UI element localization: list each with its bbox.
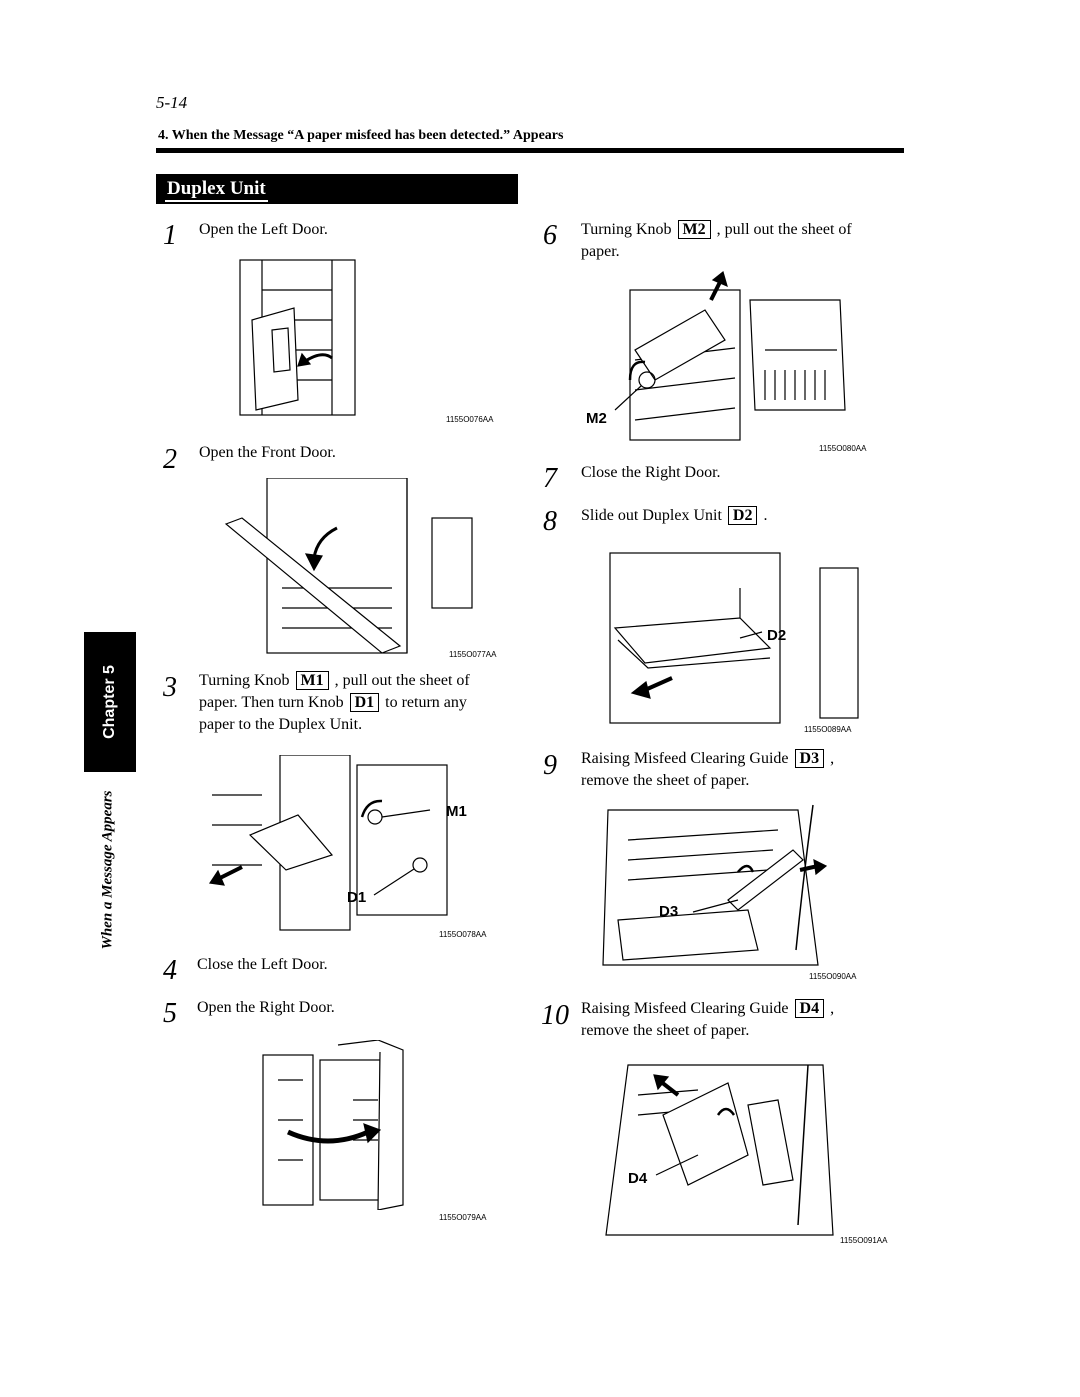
step-text: Slide out Duplex Unit D2 .	[581, 505, 767, 527]
step-text: Close the Right Door.	[581, 464, 721, 481]
running-head: 4. When the Message “A paper misfeed has…	[158, 128, 564, 143]
step-text: Turning Knob M1 , pull out the sheet of …	[199, 670, 519, 736]
page-number: 5-14	[156, 93, 188, 112]
step-text-part: Raising Misfeed Clearing Guide	[581, 750, 789, 767]
section-title: Duplex Unit	[156, 174, 518, 204]
step-number: 5	[163, 998, 177, 1029]
step-text: Open the Right Door.	[197, 999, 335, 1016]
step-text: Raising Misfeed Clearing Guide D4 , remo…	[581, 998, 901, 1042]
figure-open-right-door	[258, 1040, 413, 1210]
guide-key-label: D4	[794, 999, 825, 1018]
figure-code: 1155O080AA	[819, 444, 867, 453]
callout-d2: D2	[767, 627, 787, 644]
step-text: Raising Misfeed Clearing Guide D3 , remo…	[581, 748, 901, 792]
step-number: 10	[541, 1000, 569, 1031]
figure-raise-guide-d4	[598, 1055, 843, 1240]
chapter-tab: Chapter 5	[84, 632, 136, 772]
figure-slide-duplex-unit	[590, 548, 860, 728]
step-number: 6	[543, 220, 557, 251]
figure-code: 1155O091AA	[840, 1236, 888, 1245]
step-number: 1	[163, 220, 177, 251]
callout-d4: D4	[628, 1170, 648, 1187]
figure-open-front-door	[222, 478, 477, 658]
figure-code: 1155O079AA	[439, 1213, 487, 1222]
step-text-part: remove the sheet of paper.	[581, 1022, 750, 1039]
step-number: 4	[163, 955, 177, 986]
unit-key-label: D2	[727, 506, 758, 525]
figure-code: 1155O077AA	[449, 650, 497, 659]
step-text-part: paper to the Duplex Unit.	[199, 716, 363, 733]
side-section-label: When a Message Appears	[99, 790, 116, 950]
callout-m2: M2	[586, 410, 607, 427]
step-text-part: , pull out the sheet of	[334, 672, 470, 689]
figure-code: 1155O078AA	[439, 930, 487, 939]
step-text-part: remove the sheet of paper.	[581, 772, 750, 789]
figure-turn-knob-m2	[575, 270, 875, 445]
figure-code: 1155O089AA	[804, 725, 852, 734]
chapter-tab-label: Chapter 5	[101, 665, 118, 739]
step-number: 2	[163, 444, 177, 475]
step-number: 7	[543, 463, 557, 494]
step-text: Close the Left Door.	[197, 956, 328, 973]
knob-key-label: M2	[677, 220, 711, 239]
step-text: Open the Front Door.	[199, 444, 336, 461]
callout-d1: D1	[347, 889, 367, 906]
step-text: Open the Left Door.	[199, 221, 328, 238]
step-text-part: , pull out the sheet of	[716, 221, 852, 238]
step-text-part: Slide out Duplex Unit	[581, 507, 722, 524]
step-number: 3	[163, 672, 177, 703]
knob-key-label: M1	[295, 671, 329, 690]
step-text-part: paper. Then turn Knob	[199, 694, 344, 711]
step-text-part: Turning Knob	[199, 672, 290, 689]
step-text-part: .	[763, 507, 768, 524]
section-title-text: Duplex Unit	[165, 178, 268, 202]
step-text-part: to return any	[385, 694, 467, 711]
step-text-part: paper.	[581, 243, 620, 260]
figure-turn-knob-m1	[202, 755, 492, 935]
step-text-part: ,	[830, 750, 835, 767]
figure-open-left-door	[232, 250, 362, 420]
guide-key-label: D3	[794, 749, 825, 768]
header-rule	[156, 148, 904, 153]
knob-key-label: D1	[349, 693, 380, 712]
figure-code: 1155O090AA	[809, 972, 857, 981]
step-number: 8	[543, 506, 557, 537]
step-text-part: Turning Knob	[581, 221, 672, 238]
step-number: 9	[543, 750, 557, 781]
callout-m1: M1	[446, 803, 467, 820]
step-text-part: ,	[830, 1000, 835, 1017]
step-text-part: Raising Misfeed Clearing Guide	[581, 1000, 789, 1017]
figure-code: 1155O076AA	[446, 415, 494, 424]
step-text: Turning Knob M2 , pull out the sheet of …	[581, 219, 901, 263]
figure-raise-guide-d3	[598, 800, 843, 970]
callout-d3: D3	[659, 903, 679, 920]
